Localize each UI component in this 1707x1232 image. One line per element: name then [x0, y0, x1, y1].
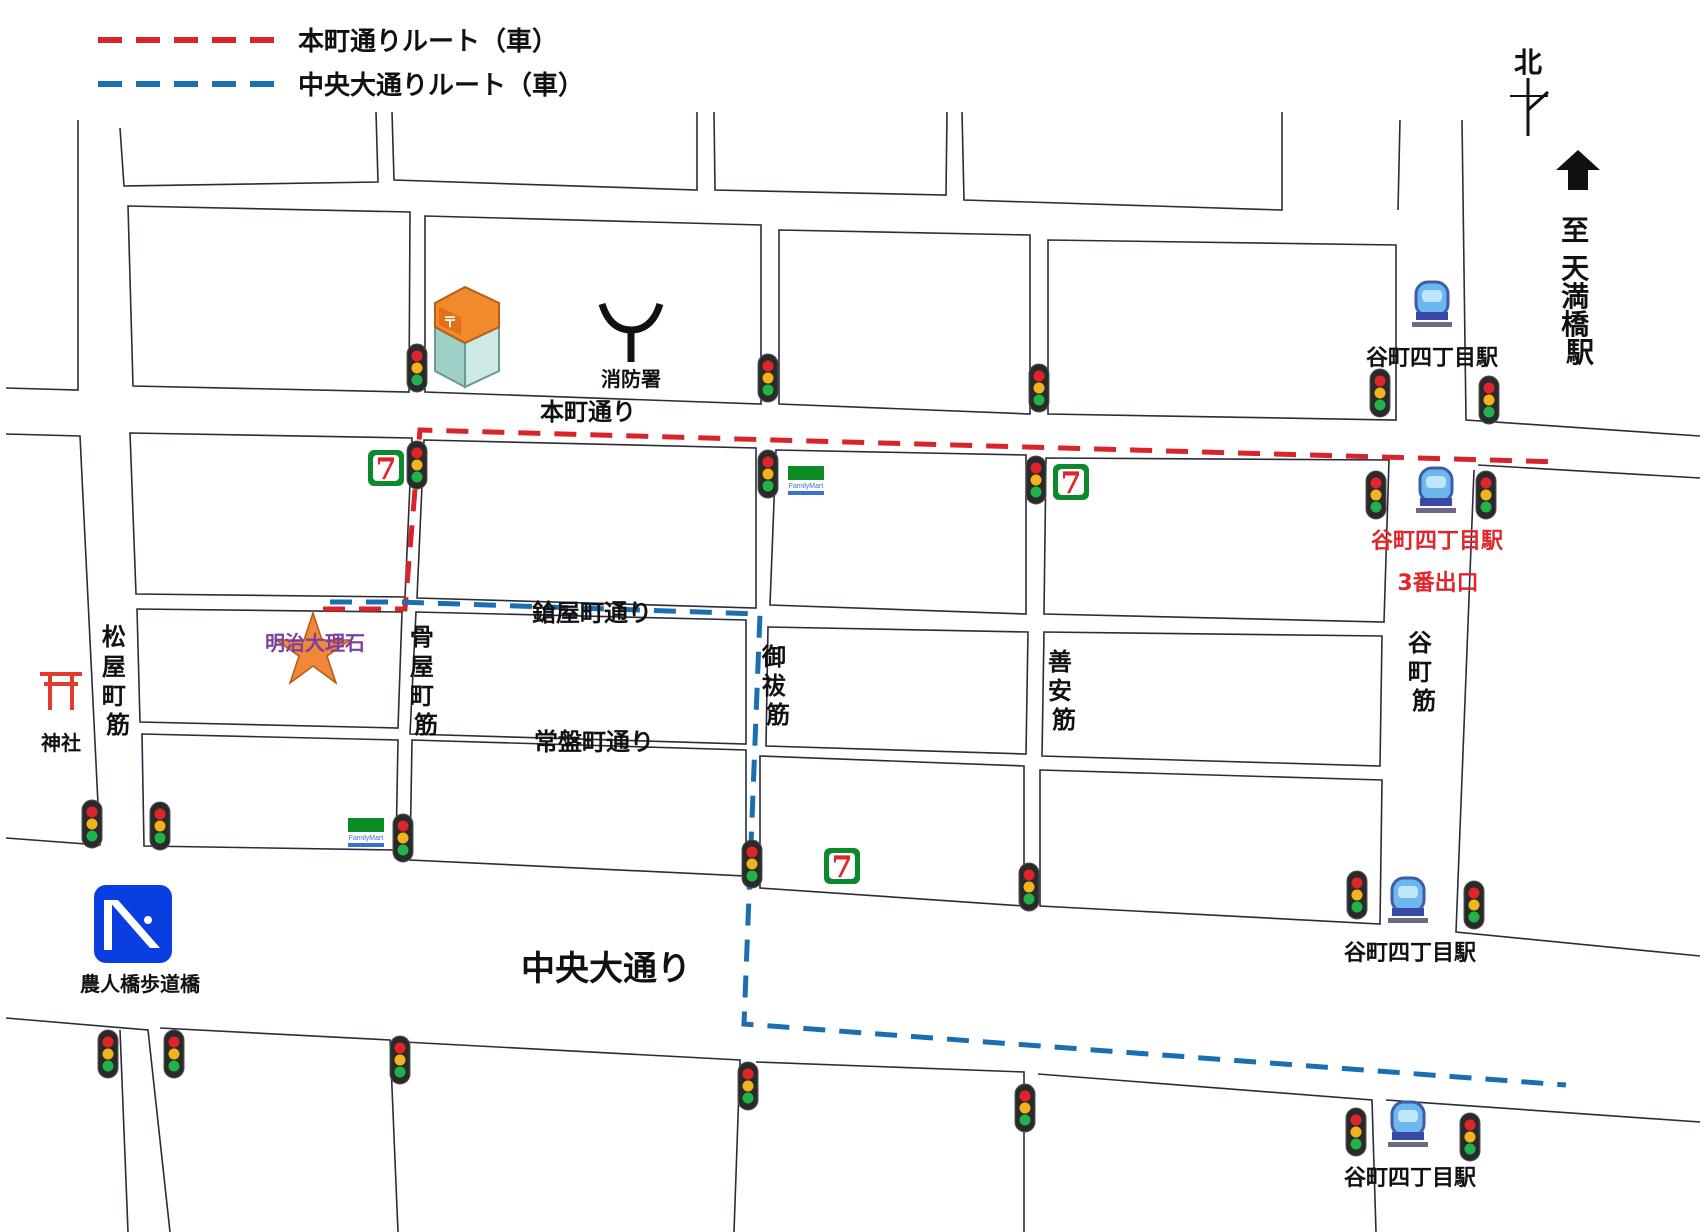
seven-eleven-icon — [368, 450, 404, 487]
traffic-light-icon — [1478, 375, 1500, 425]
shrine-label: 神社 — [41, 731, 81, 755]
traffic-light-icon — [1459, 1112, 1481, 1162]
traffic-light-icon — [97, 1029, 119, 1079]
destination-label: 明治大理石 — [265, 631, 365, 655]
familymart-icon — [348, 818, 384, 847]
matsuya-street-label: 松 屋 町 筋 — [102, 623, 134, 739]
traffic-light-icon — [737, 1061, 759, 1111]
traffic-light-icon — [392, 813, 414, 863]
tokiwa-street-label: 常盤町通り — [534, 728, 654, 756]
traffic-light-icon — [757, 449, 779, 499]
traffic-light-icon — [163, 1029, 185, 1079]
legend-red-label: 本町通りルート（車） — [298, 27, 558, 57]
direction-label: 至 天 満 橋 駅 — [1561, 214, 1599, 369]
svg-text:〒: 〒 — [443, 315, 457, 331]
chuo-odori-route-line — [330, 599, 1567, 1088]
seven-eleven-icon — [824, 848, 860, 885]
familymart-icon — [788, 466, 824, 495]
gohai-street-label: 御 祓 筋 — [761, 643, 794, 729]
station-icon — [1410, 280, 1454, 329]
fire-station-icon — [598, 302, 664, 362]
honmachi-route-line — [323, 427, 1561, 612]
seven-eleven-icon — [1053, 464, 1089, 501]
station-label-south: 谷町四丁目駅 — [1344, 1166, 1476, 1191]
traffic-light-icon — [1369, 368, 1391, 418]
legend-blue-label: 中央大通りルート（車） — [298, 71, 584, 101]
road-network — [5, 111, 1701, 1232]
station-exit-icon — [1414, 466, 1458, 515]
traffic-light-icon — [1475, 470, 1497, 520]
traffic-light-icon — [1365, 470, 1387, 520]
station-label-north: 谷町四丁目駅 — [1366, 346, 1498, 371]
exit-station-label: 谷町四丁目駅 — [1371, 529, 1503, 554]
traffic-light-icon — [406, 440, 428, 490]
shrine-icon — [40, 672, 82, 710]
honeya-street-label: 骨 屋 町 筋 — [410, 623, 442, 739]
fire-station-label: 消防署 — [601, 367, 661, 391]
traffic-light-icon — [81, 799, 103, 849]
traffic-light-icon — [149, 801, 171, 851]
traffic-light-icon — [406, 343, 428, 393]
north-label: 北 — [1514, 46, 1542, 79]
traffic-light-icon — [1028, 363, 1050, 413]
traffic-light-icon — [1025, 455, 1047, 505]
traffic-light-icon — [1018, 862, 1040, 912]
traffic-light-icon — [1463, 880, 1485, 930]
post-office-icon: 〒 — [434, 285, 500, 389]
footbridge-label: 農人橋歩道橋 — [80, 972, 201, 996]
legend: 本町通りルート（車） 中央大通りルート（車） — [98, 27, 584, 101]
up-arrow-icon — [1556, 150, 1600, 190]
tanimachi-street-label: 谷 町 筋 — [1408, 629, 1440, 715]
destination-star-icon — [273, 610, 353, 686]
traffic-light-icon — [1014, 1083, 1036, 1133]
zenan-street-label: 善 安 筋 — [1048, 648, 1080, 734]
station-icon — [1386, 1100, 1430, 1149]
yariya-street-label: 鎗屋町通り — [532, 599, 652, 627]
station-label-middle: 谷町四丁目駅 — [1344, 941, 1476, 966]
traffic-light-icon — [741, 839, 763, 889]
chuo-odori-label: 中央大通り — [521, 949, 691, 989]
exit-number-label: 3番出口 — [1397, 571, 1478, 596]
traffic-light-icon — [1345, 1107, 1367, 1157]
direction-indicator: 至 天 満 橋 駅 — [1556, 150, 1600, 369]
traffic-light-icon — [389, 1035, 411, 1085]
traffic-light-icon — [757, 353, 779, 403]
traffic-light-icon — [1346, 870, 1368, 920]
honmachi-street-label: 本町通り — [540, 398, 636, 426]
station-icon — [1386, 876, 1430, 925]
compass: 北 — [1510, 46, 1550, 136]
footbridge-icon — [94, 885, 172, 963]
